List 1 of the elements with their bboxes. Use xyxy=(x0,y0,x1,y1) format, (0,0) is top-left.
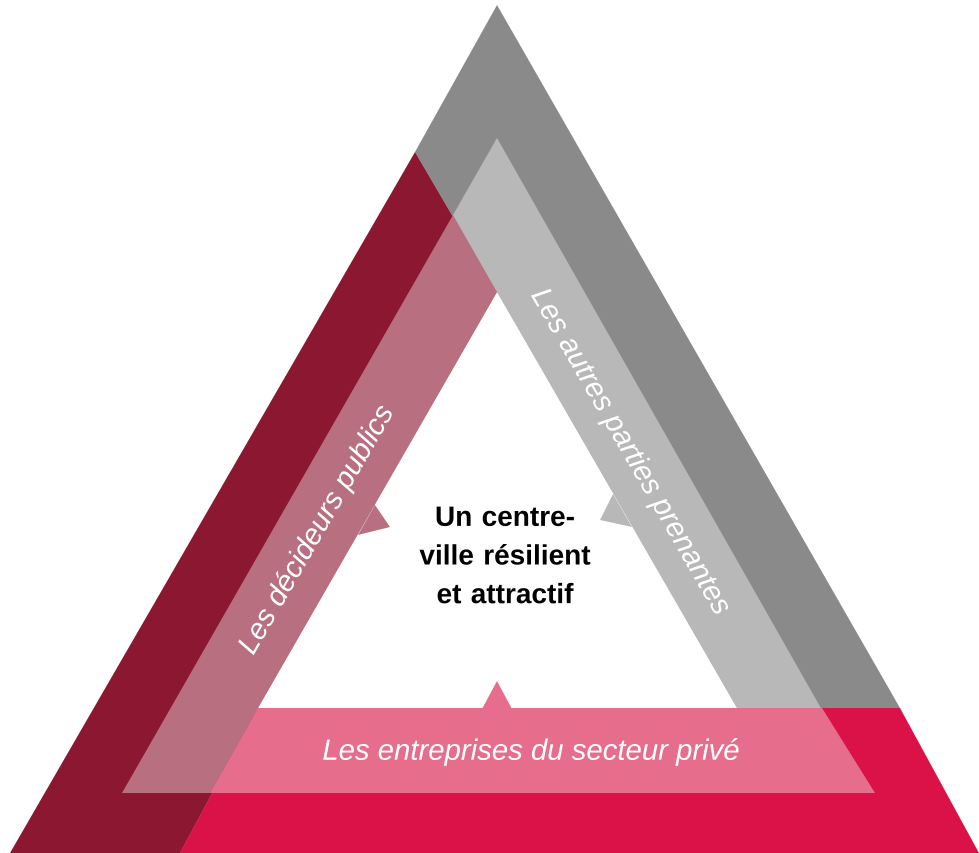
band: Les entreprises du secteur privé xyxy=(210,681,875,793)
